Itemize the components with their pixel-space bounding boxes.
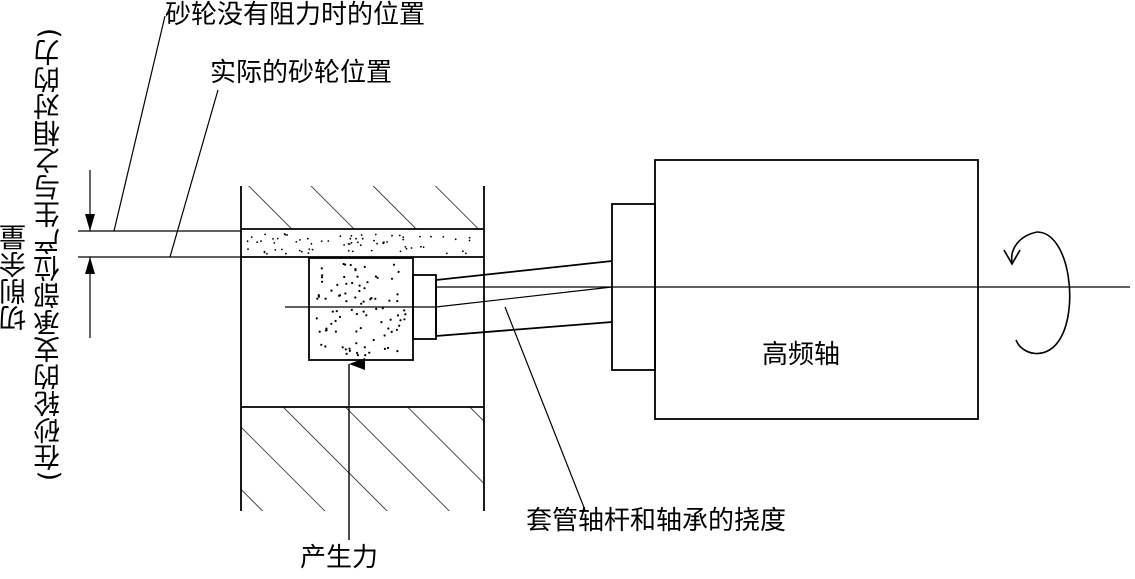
lower-wall	[241, 406, 484, 511]
label-high-frequency-spindle: 高频轴	[762, 340, 841, 370]
upper-wall	[241, 186, 484, 230]
allowance-dimension	[78, 170, 241, 338]
stock-allowance-band	[241, 233, 484, 258]
deflected-axis	[435, 286, 613, 308]
label-actual-wheel-position: 实际的砂轮位置	[210, 58, 393, 88]
grinding-wheel	[308, 257, 414, 361]
label-stock-allowance: 切削余量	[0, 224, 31, 332]
spindle-body	[654, 159, 979, 420]
label-deflection: 套管轴杆和轴承的挠度	[526, 506, 787, 536]
label-allowance-note: (在砂轮的支承部位产生与之相对的力)	[34, 28, 65, 482]
leader-no-resistance	[113, 15, 166, 232]
leader-actual-position	[169, 89, 219, 258]
leader-deflection	[504, 306, 586, 511]
label-generated-force: 产生力	[300, 543, 379, 573]
quill-shaft	[435, 260, 613, 337]
rotation-arrow-icon	[1003, 231, 1071, 355]
label-no-resistance-position: 砂轮没有阻力时的位置	[165, 0, 426, 30]
